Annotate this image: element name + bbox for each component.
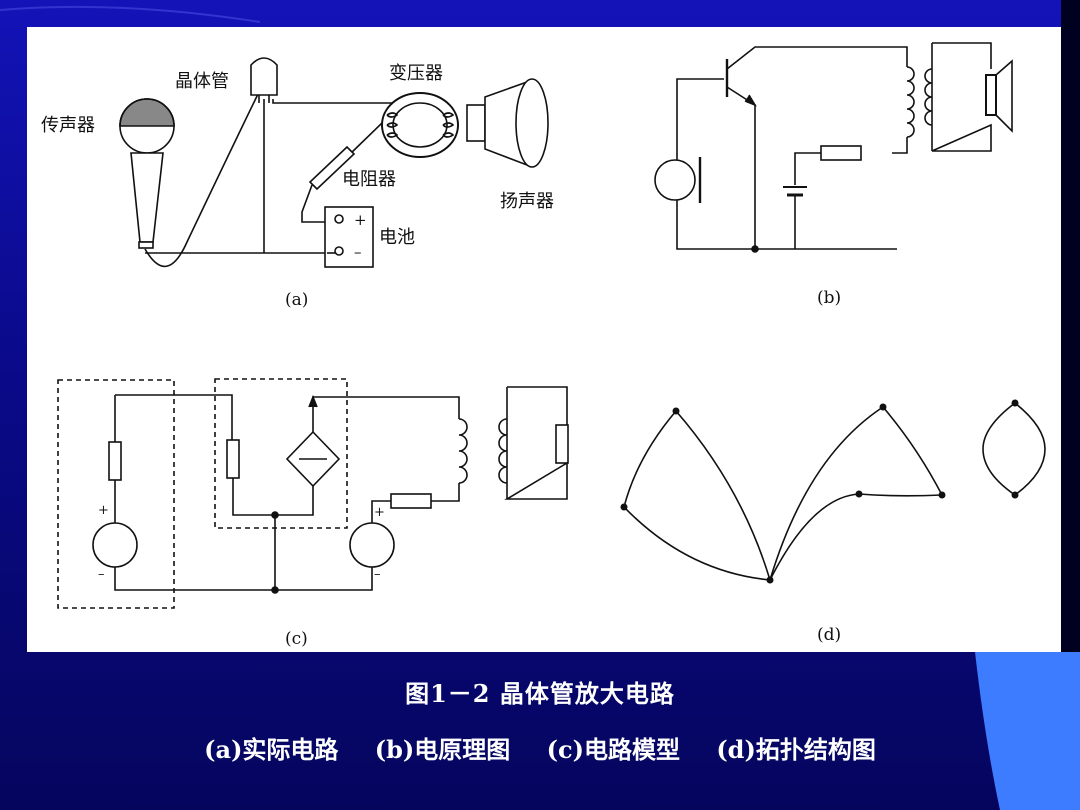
transistor-icon (250, 57, 278, 103)
speaker-icon (466, 78, 549, 168)
panel-a-label: (a) (285, 290, 308, 310)
primary-coil-icon (906, 66, 915, 138)
panel-c-label: (c) (285, 629, 308, 649)
transformer-icon (381, 92, 459, 158)
resistor-symbol-icon (820, 145, 862, 161)
input-model-box (57, 379, 175, 609)
resistor-icon (301, 122, 383, 223)
panel-a-real-circuit: + – 传声器 晶体管 变压器 电阻器 扬声器 电池 (a) (41, 57, 554, 310)
model-secondary-coil-icon (498, 418, 508, 484)
panel-b-schematic: (b) (654, 42, 1013, 308)
panel-b-label: (b) (817, 288, 841, 308)
load-resistor-icon (390, 493, 432, 509)
dependent-source-icon (285, 394, 460, 488)
panel-d-label: (d) (817, 625, 841, 645)
subcaption-b: (b)电原理图 (374, 735, 511, 764)
input-resistor-icon (108, 441, 122, 481)
battery-minus-label: – (354, 243, 362, 261)
transistor-label: 晶体管 (175, 71, 229, 92)
transistor-model-box (214, 378, 348, 529)
subcaption-d: (d)拓扑结构图 (716, 735, 876, 764)
model-primary-coil-icon (458, 418, 468, 484)
base-resistor-icon (226, 439, 240, 479)
figure-caption-title: 图1－2 晶体管放大电路 (405, 679, 675, 708)
battery-icon (324, 206, 374, 268)
mic-symbol-icon (654, 159, 696, 201)
subcaption-c: (c)电路模型 (546, 735, 680, 764)
minus-left-label: – (98, 567, 105, 582)
bias-source-icon (349, 522, 395, 568)
microphone-icon (119, 98, 175, 249)
transformer-label: 变压器 (389, 63, 443, 84)
minus-right-label: – (374, 567, 381, 582)
transistor-symbol-icon (725, 46, 908, 249)
figure-panel: + – 传声器 晶体管 变压器 电阻器 扬声器 电池 (a) (27, 27, 1061, 652)
speaker-symbol-icon (985, 59, 1013, 133)
resistor-label: 电阻器 (342, 169, 396, 190)
panel-d-topology: (d) (620, 399, 1046, 645)
figure-subcaptions: (a)实际电路 (b)电原理图 (c)电路模型 (d)拓扑结构图 (0, 730, 1080, 765)
circuit-figure: + – 传声器 晶体管 变压器 电阻器 扬声器 电池 (a) (41, 42, 1046, 649)
panel-c-model: + – + – (57, 378, 569, 649)
battery-plus-label: + (354, 211, 367, 229)
speaker-load-icon (555, 424, 569, 464)
subcaption-a: (a)实际电路 (204, 735, 339, 764)
microphone-label: 传声器 (41, 115, 95, 136)
plus-left-label: + (98, 503, 109, 518)
speaker-label: 扬声器 (500, 191, 554, 212)
graph-nodes (620, 399, 1019, 584)
battery-symbol-icon (783, 186, 807, 249)
plus-right-label: + (374, 505, 385, 520)
input-source-icon (92, 522, 138, 568)
battery-label: 电池 (379, 227, 415, 248)
secondary-coil-icon (924, 68, 933, 126)
